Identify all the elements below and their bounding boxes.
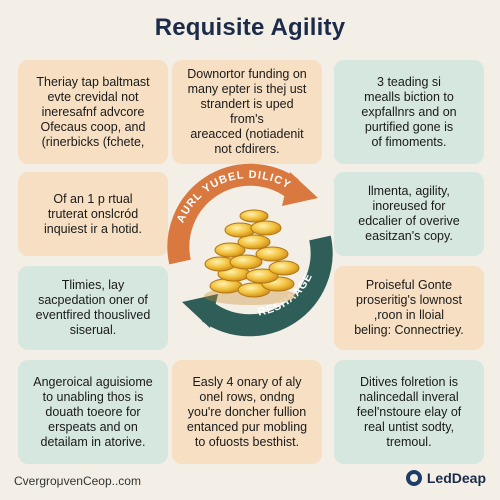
footer-brand: LedDeap — [405, 470, 486, 486]
teal-arc — [201, 235, 333, 337]
teal-arrow-head — [182, 294, 218, 328]
footer-source: CvergroμvenCeop..com — [14, 474, 141, 488]
orange-arc — [167, 163, 299, 265]
brand-logo-icon — [405, 470, 422, 486]
coin-stack-icon — [204, 209, 300, 305]
orange-arrow-head — [282, 172, 318, 206]
brand-name: LedDeap — [426, 470, 486, 486]
cycle-diagram: AURL YUBEL DILICY RESHAAGE — [167, 163, 333, 337]
page-title: Requisite Agility — [154, 14, 346, 41]
